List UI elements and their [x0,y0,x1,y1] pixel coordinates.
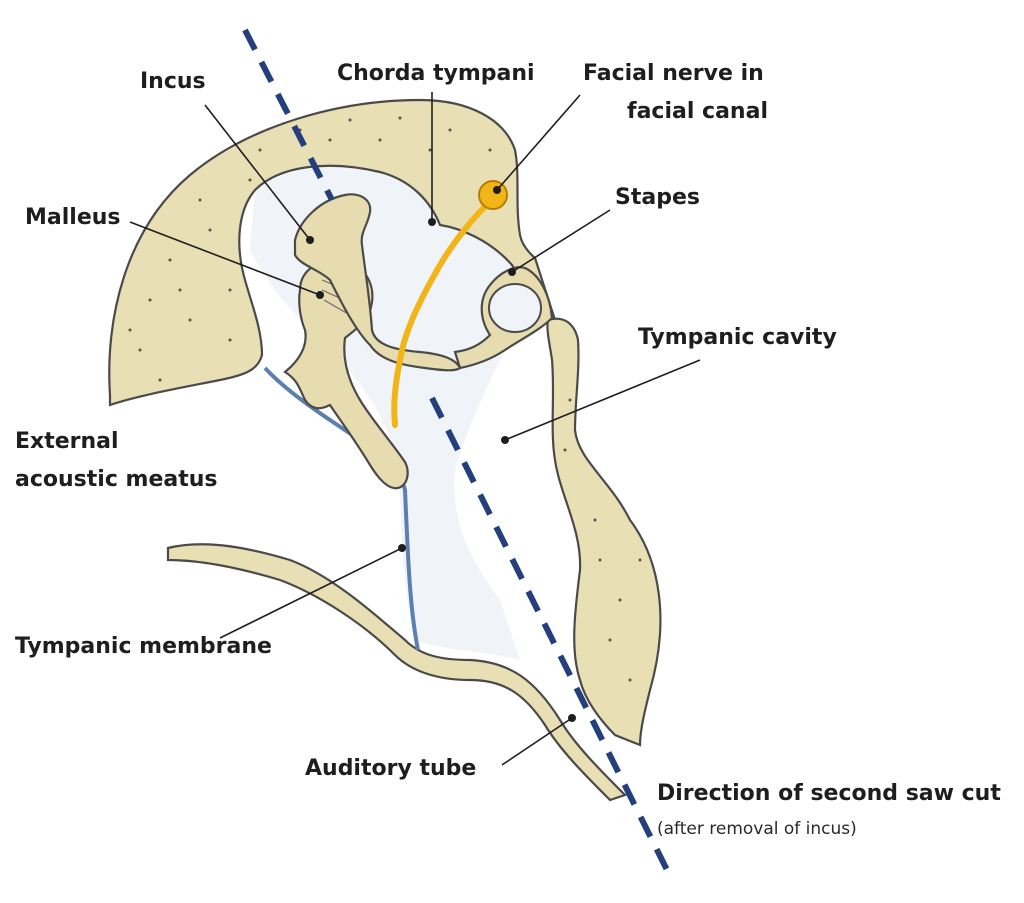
saw-cut-label: Direction of second saw cut [657,781,1001,806]
stapes-label: Stapes [615,185,700,210]
chorda-tympani-leader-dot [428,218,436,226]
facial-nerve-leader [496,94,581,191]
incus-shape [293,193,462,372]
facial-nerve-label-line1: Facial nerve in [583,61,764,86]
malleus-leader-dot [316,291,324,299]
temporal-bone-lower [546,317,662,747]
saw-cut-note: (after removal of incus) [657,819,857,839]
external-meatus-label-line1: External [15,429,119,454]
chorda-tympani-nerve [391,197,495,428]
auditory-tube-leader-dot [568,714,576,722]
bone-texture [128,116,642,682]
auditory-tube-leader [501,717,573,766]
tympanic-membrane-leader-dot [398,544,406,552]
stapes-leader [511,209,611,273]
incus-leader [204,104,311,241]
facial-nerve-label-line2: facial canal [627,99,768,124]
stapes-footplate-opening [488,283,542,333]
tympanic-membrane-label: Tympanic membrane [15,634,272,659]
malleus-leader [129,221,321,296]
saw-cut-line [242,28,335,202]
saw-cut-line-lower [429,396,675,882]
tympanic-cavity-leader-dot [501,436,509,444]
meatus-floor [166,543,628,802]
malleus-shape [283,258,409,490]
malleus-label: Malleus [25,205,121,230]
chorda-tympani-label: Chorda tympani [337,61,535,86]
incus-label: Incus [140,69,206,94]
tympanic-cavity-label: Tympanic cavity [638,325,837,350]
facial-nerve-leader-dot [493,186,501,194]
external-meatus-label-line2: acoustic meatus [15,467,217,492]
facial-nerve-shape [478,180,508,210]
tympanic-cavity-leader [504,359,701,441]
tympanic-membrane-leader [219,547,403,639]
stapes-leader-dot [508,268,516,276]
auditory-tube-label: Auditory tube [305,756,476,781]
incus-leader-dot [306,236,314,244]
